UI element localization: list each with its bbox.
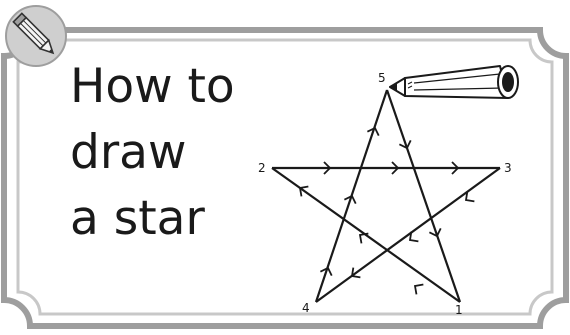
arrow-icon: [412, 281, 424, 294]
point-label-4: 4: [302, 301, 310, 315]
point-label-1: 1: [455, 303, 463, 317]
point-label-5: 5: [378, 71, 386, 85]
point-label-3: 3: [504, 161, 512, 175]
point-label-2: 2: [258, 161, 266, 175]
star-stroke-5-to-1: [387, 90, 460, 302]
pencil-icon: [390, 66, 518, 98]
star-stroke-3-to-4: [316, 168, 500, 302]
